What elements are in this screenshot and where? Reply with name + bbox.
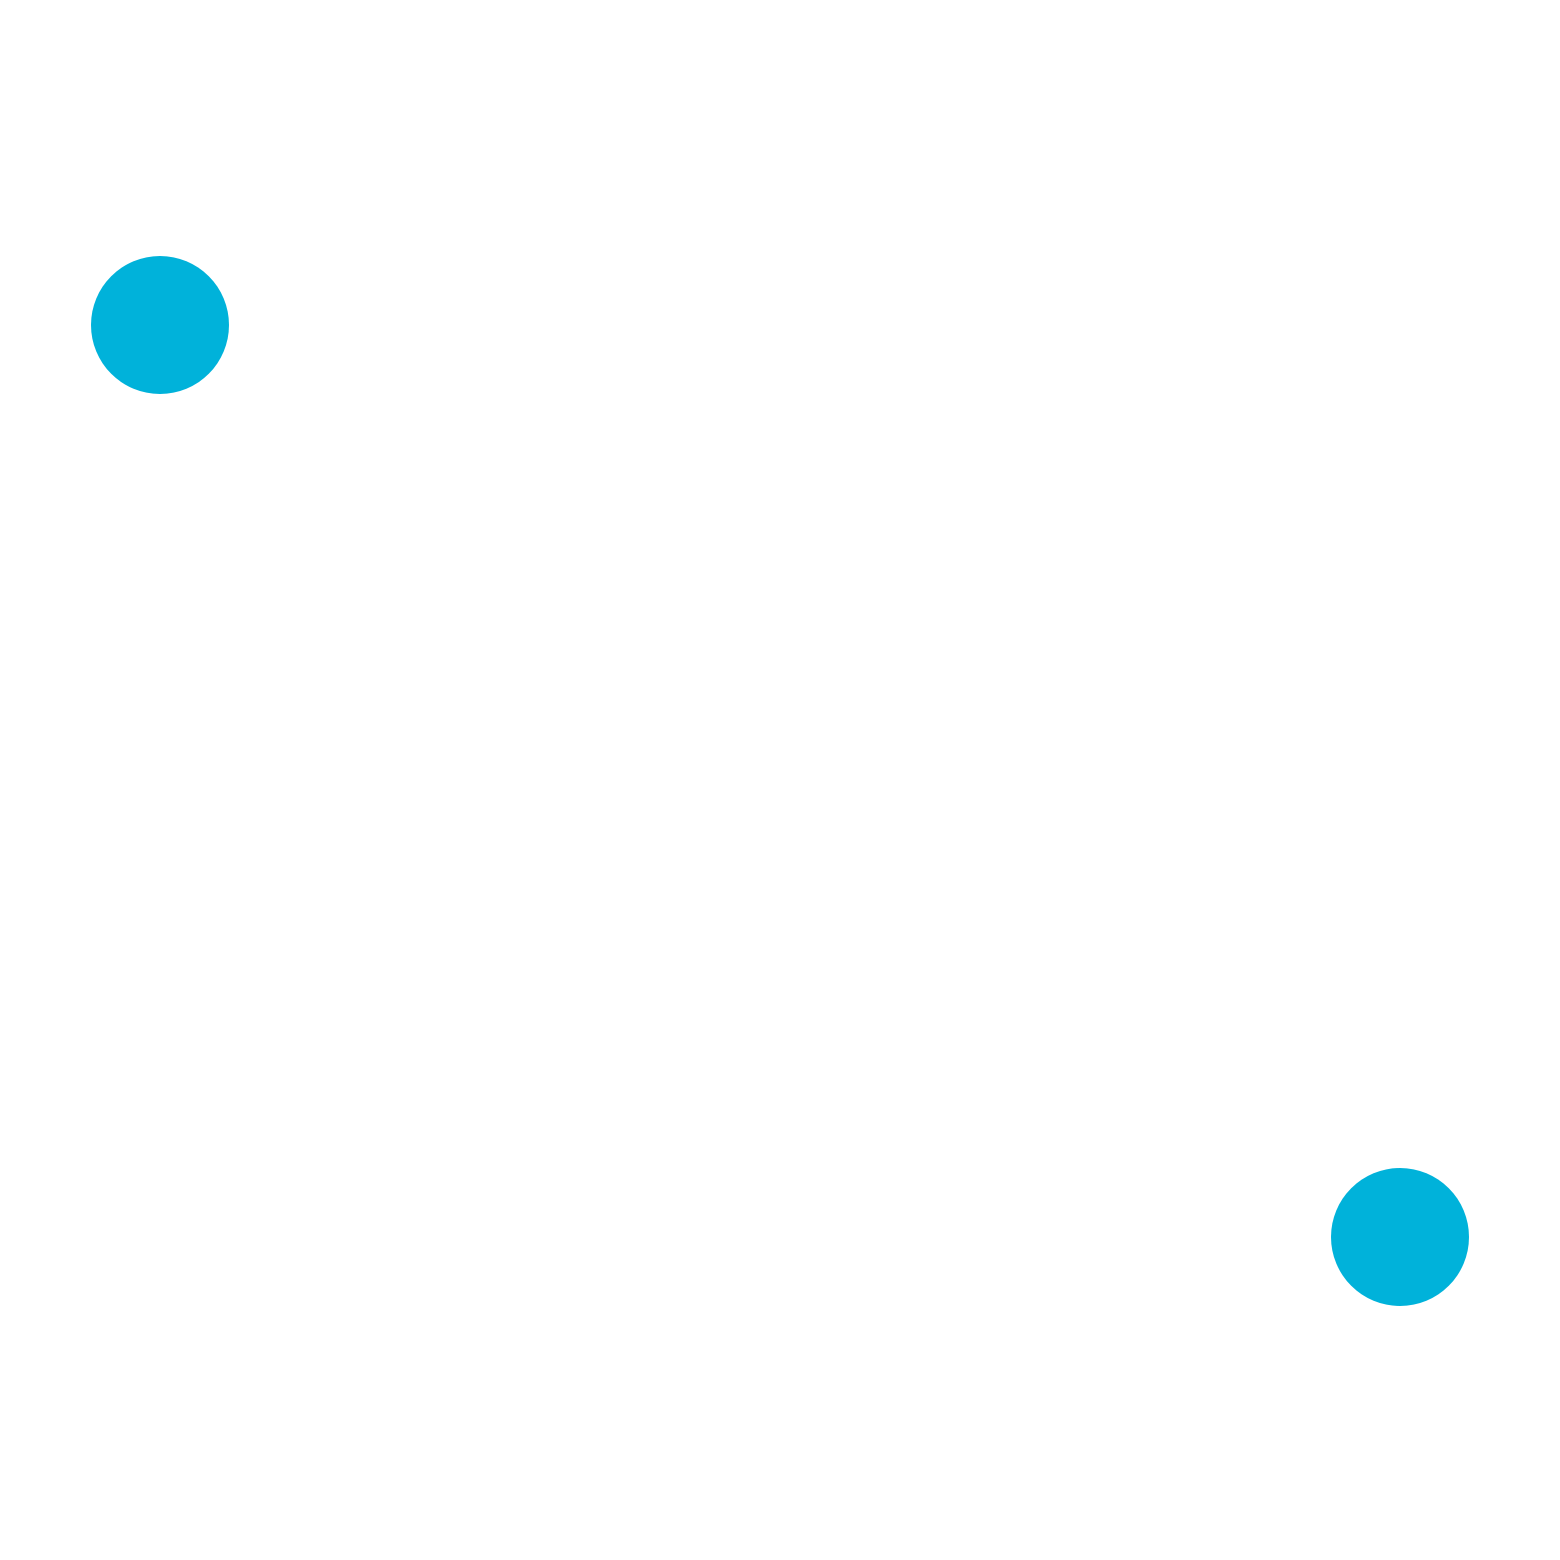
circle-dot-1 xyxy=(91,256,229,394)
circle-dot-2 xyxy=(1331,1168,1469,1306)
